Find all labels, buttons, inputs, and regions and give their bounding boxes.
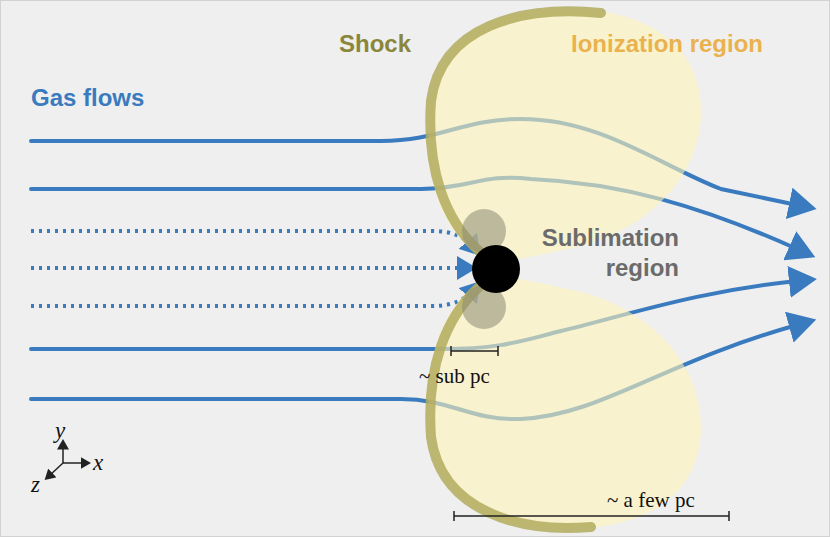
region-label: Ionization region: [571, 29, 763, 59]
gas-flow-line: [31, 281, 797, 349]
accretion-flow-line: [31, 231, 473, 247]
accretion-flow-line: [31, 266, 465, 270]
scale-label: ~ sub pc: [419, 363, 490, 389]
scale-label: ~ a few pc: [607, 487, 695, 513]
flow-label: Gas flows: [31, 83, 144, 113]
axis-label: z: [31, 471, 40, 500]
shock-front: [430, 11, 601, 528]
gas-flow-line: [31, 178, 797, 249]
black-hole: [472, 245, 520, 293]
accretion-flow-line: [31, 290, 473, 306]
region-label: Sublimation region: [513, 223, 679, 283]
shock-label: Shock: [339, 29, 411, 59]
axis-label: y: [55, 417, 65, 446]
ionization-region: [429, 9, 701, 529]
axis-label: x: [93, 449, 103, 478]
scale-bar: [451, 346, 729, 521]
axis-arrows: [49, 445, 85, 476]
